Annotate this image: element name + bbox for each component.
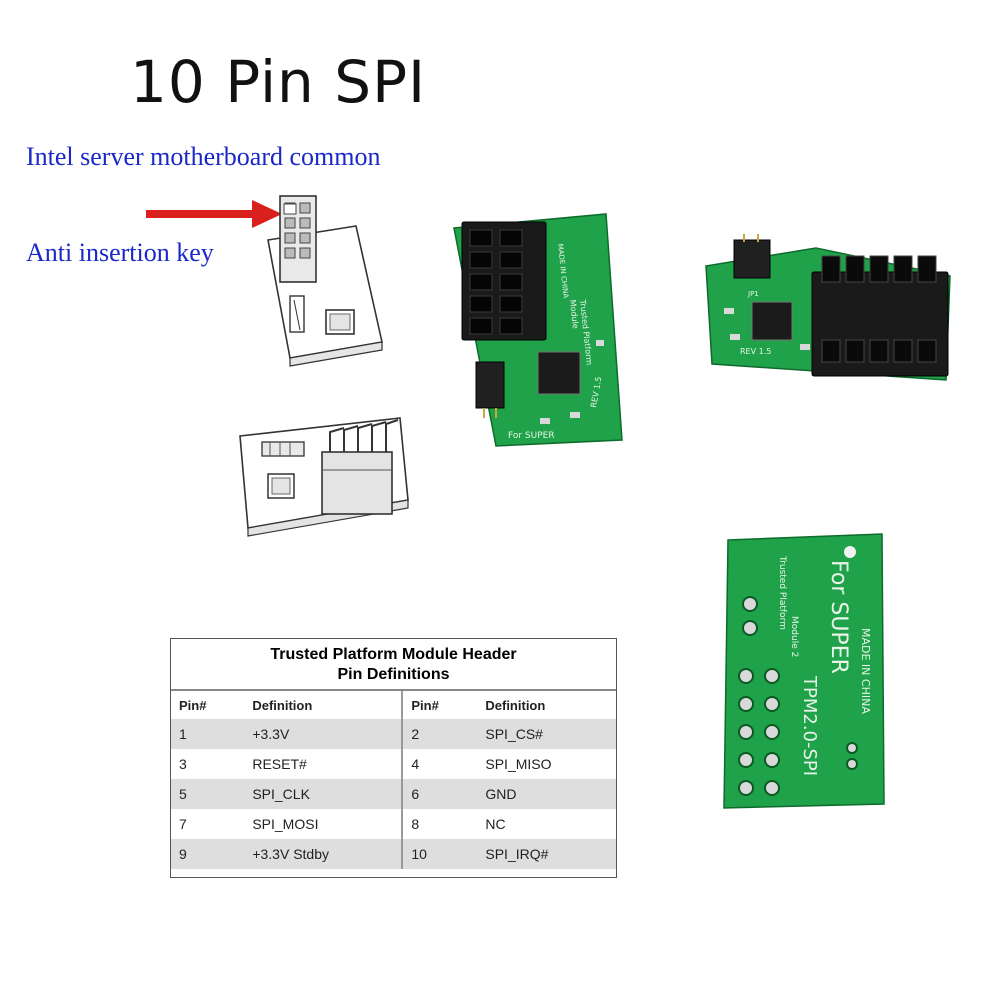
anti-insertion-key-label: Anti insertion key xyxy=(26,238,214,267)
subtitle-caption: Intel server motherboard common xyxy=(26,142,381,171)
table-row: 9 +3.3V Stdby 10 SPI_IRQ# xyxy=(171,839,616,869)
table-row: 7 SPI_MOSI 8 NC xyxy=(171,809,616,839)
board-a-silk-2: Module xyxy=(568,299,580,329)
definition-cell: NC xyxy=(485,816,506,832)
pin-cell: 7 xyxy=(179,816,187,832)
table-row: 1 +3.3V 2 SPI_CS# xyxy=(171,719,616,749)
definition-cell: SPI_MISO xyxy=(485,756,552,772)
definition-cell: SPI_CS# xyxy=(477,719,616,749)
definition-cell: RESET# xyxy=(252,756,307,772)
board-b-silk-2: JP1 xyxy=(747,290,759,298)
table-title-line-2: Pin Definitions xyxy=(337,666,450,683)
board-c-silk-3: TPM2.0-SPI xyxy=(799,675,820,776)
definition-cell: +3.3V xyxy=(244,719,403,749)
board-c-silk-4: Trusted Platform xyxy=(777,555,787,630)
pin-cell: 2 xyxy=(401,719,478,749)
definition-cell: +3.3V Stdby xyxy=(244,839,403,869)
col-def-b: Definition xyxy=(485,697,546,713)
table-title-line-1: Trusted Platform Module Header xyxy=(270,646,517,663)
red-arrow-icon xyxy=(146,200,282,228)
pin-cell: 9 xyxy=(171,839,245,869)
definition-cell: SPI_IRQ# xyxy=(477,839,616,869)
table-header-row: Pin# Definition Pin# Definition xyxy=(171,691,616,719)
col-pin-b: Pin# xyxy=(401,691,478,719)
table-row: 5 SPI_CLK 6 GND xyxy=(171,779,616,809)
pin-cell: 10 xyxy=(401,839,478,869)
board-c-silk-2: MADE IN CHINA xyxy=(859,628,872,714)
definition-cell: SPI_MOSI xyxy=(252,816,319,832)
page-title: 10 Pin SPI xyxy=(130,48,427,116)
pin-definitions-table: Trusted Platform Module Header Pin Defin… xyxy=(170,638,617,878)
definition-cell: GND xyxy=(477,779,616,809)
col-def-a: Definition xyxy=(252,697,313,713)
board-c-silk-5: Module 2 xyxy=(789,616,799,657)
pin-cell: 6 xyxy=(401,779,478,809)
pin-table-grid: Pin# Definition Pin# Definition 1 +3.3V … xyxy=(171,691,616,869)
table-row: 3 RESET# 4 SPI_MISO xyxy=(171,749,616,779)
board-a-silk-4: For SUPER xyxy=(508,431,555,441)
definition-cell: SPI_CLK xyxy=(244,779,403,809)
pin-cell: 8 xyxy=(401,809,478,839)
board-b-silk-1: REV 1.5 xyxy=(740,347,771,356)
col-pin-a: Pin# xyxy=(179,697,207,713)
table-title: Trusted Platform Module Header Pin Defin… xyxy=(171,639,616,691)
pin-cell: 5 xyxy=(171,779,245,809)
pin-cell: 1 xyxy=(171,719,245,749)
board-c-silk-1: For SUPER xyxy=(826,560,851,674)
pin-cell: 4 xyxy=(401,749,478,779)
pin-cell: 3 xyxy=(179,756,187,772)
